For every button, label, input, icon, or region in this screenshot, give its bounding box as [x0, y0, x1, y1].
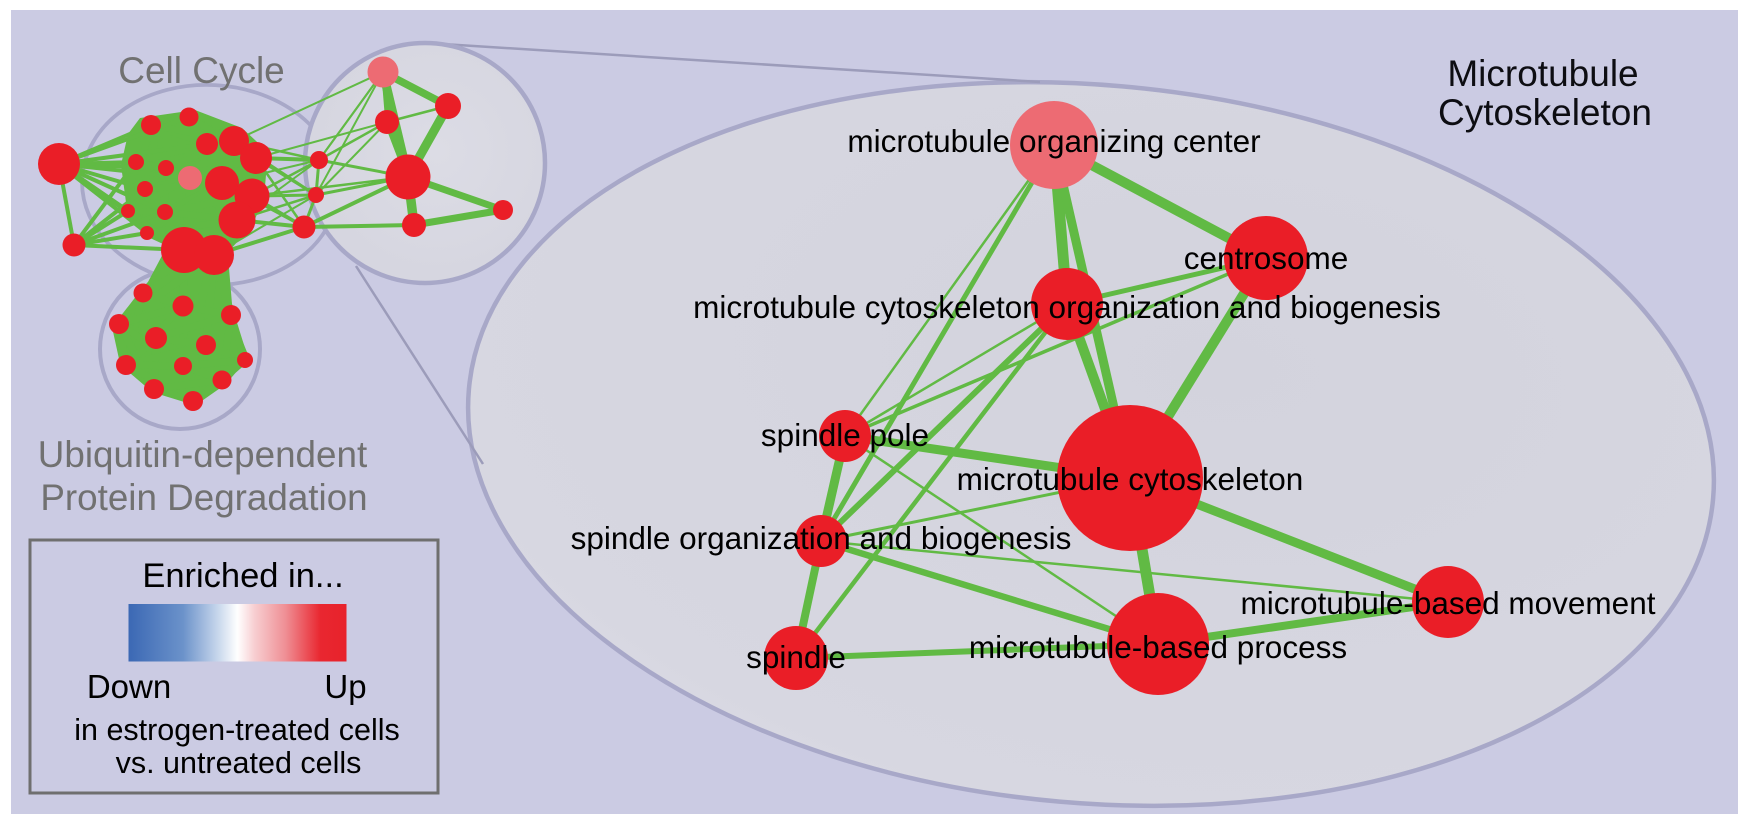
svg-text:Protein Degradation: Protein Degradation	[40, 477, 367, 518]
svg-text:spindle organization and bioge: spindle organization and biogenesis	[571, 520, 1072, 556]
svg-text:Enriched in...: Enriched in...	[142, 557, 343, 595]
svg-text:centrosome: centrosome	[1184, 240, 1349, 276]
svg-text:spindle pole: spindle pole	[761, 417, 929, 453]
svg-text:vs. untreated cells: vs. untreated cells	[116, 746, 362, 780]
svg-text:microtubule organizing center: microtubule organizing center	[847, 123, 1260, 159]
svg-text:microtubule cytoskeleton organ: microtubule cytoskeleton organization an…	[693, 289, 1441, 325]
svg-text:in estrogen-treated cells: in estrogen-treated cells	[74, 713, 400, 747]
svg-text:Down: Down	[87, 668, 171, 705]
svg-text:Cell Cycle: Cell Cycle	[118, 50, 285, 91]
svg-text:Microtubule: Microtubule	[1447, 53, 1638, 94]
svg-text:Up: Up	[324, 668, 366, 705]
svg-text:spindle: spindle	[746, 639, 846, 675]
svg-text:Cytoskeleton: Cytoskeleton	[1438, 92, 1652, 133]
svg-text:microtubule cytoskeleton: microtubule cytoskeleton	[957, 461, 1304, 497]
svg-text:Ubiquitin-dependent: Ubiquitin-dependent	[38, 434, 367, 475]
svg-text:microtubule-based process: microtubule-based process	[969, 629, 1347, 665]
svg-text:microtubule-based movement: microtubule-based movement	[1241, 585, 1656, 621]
